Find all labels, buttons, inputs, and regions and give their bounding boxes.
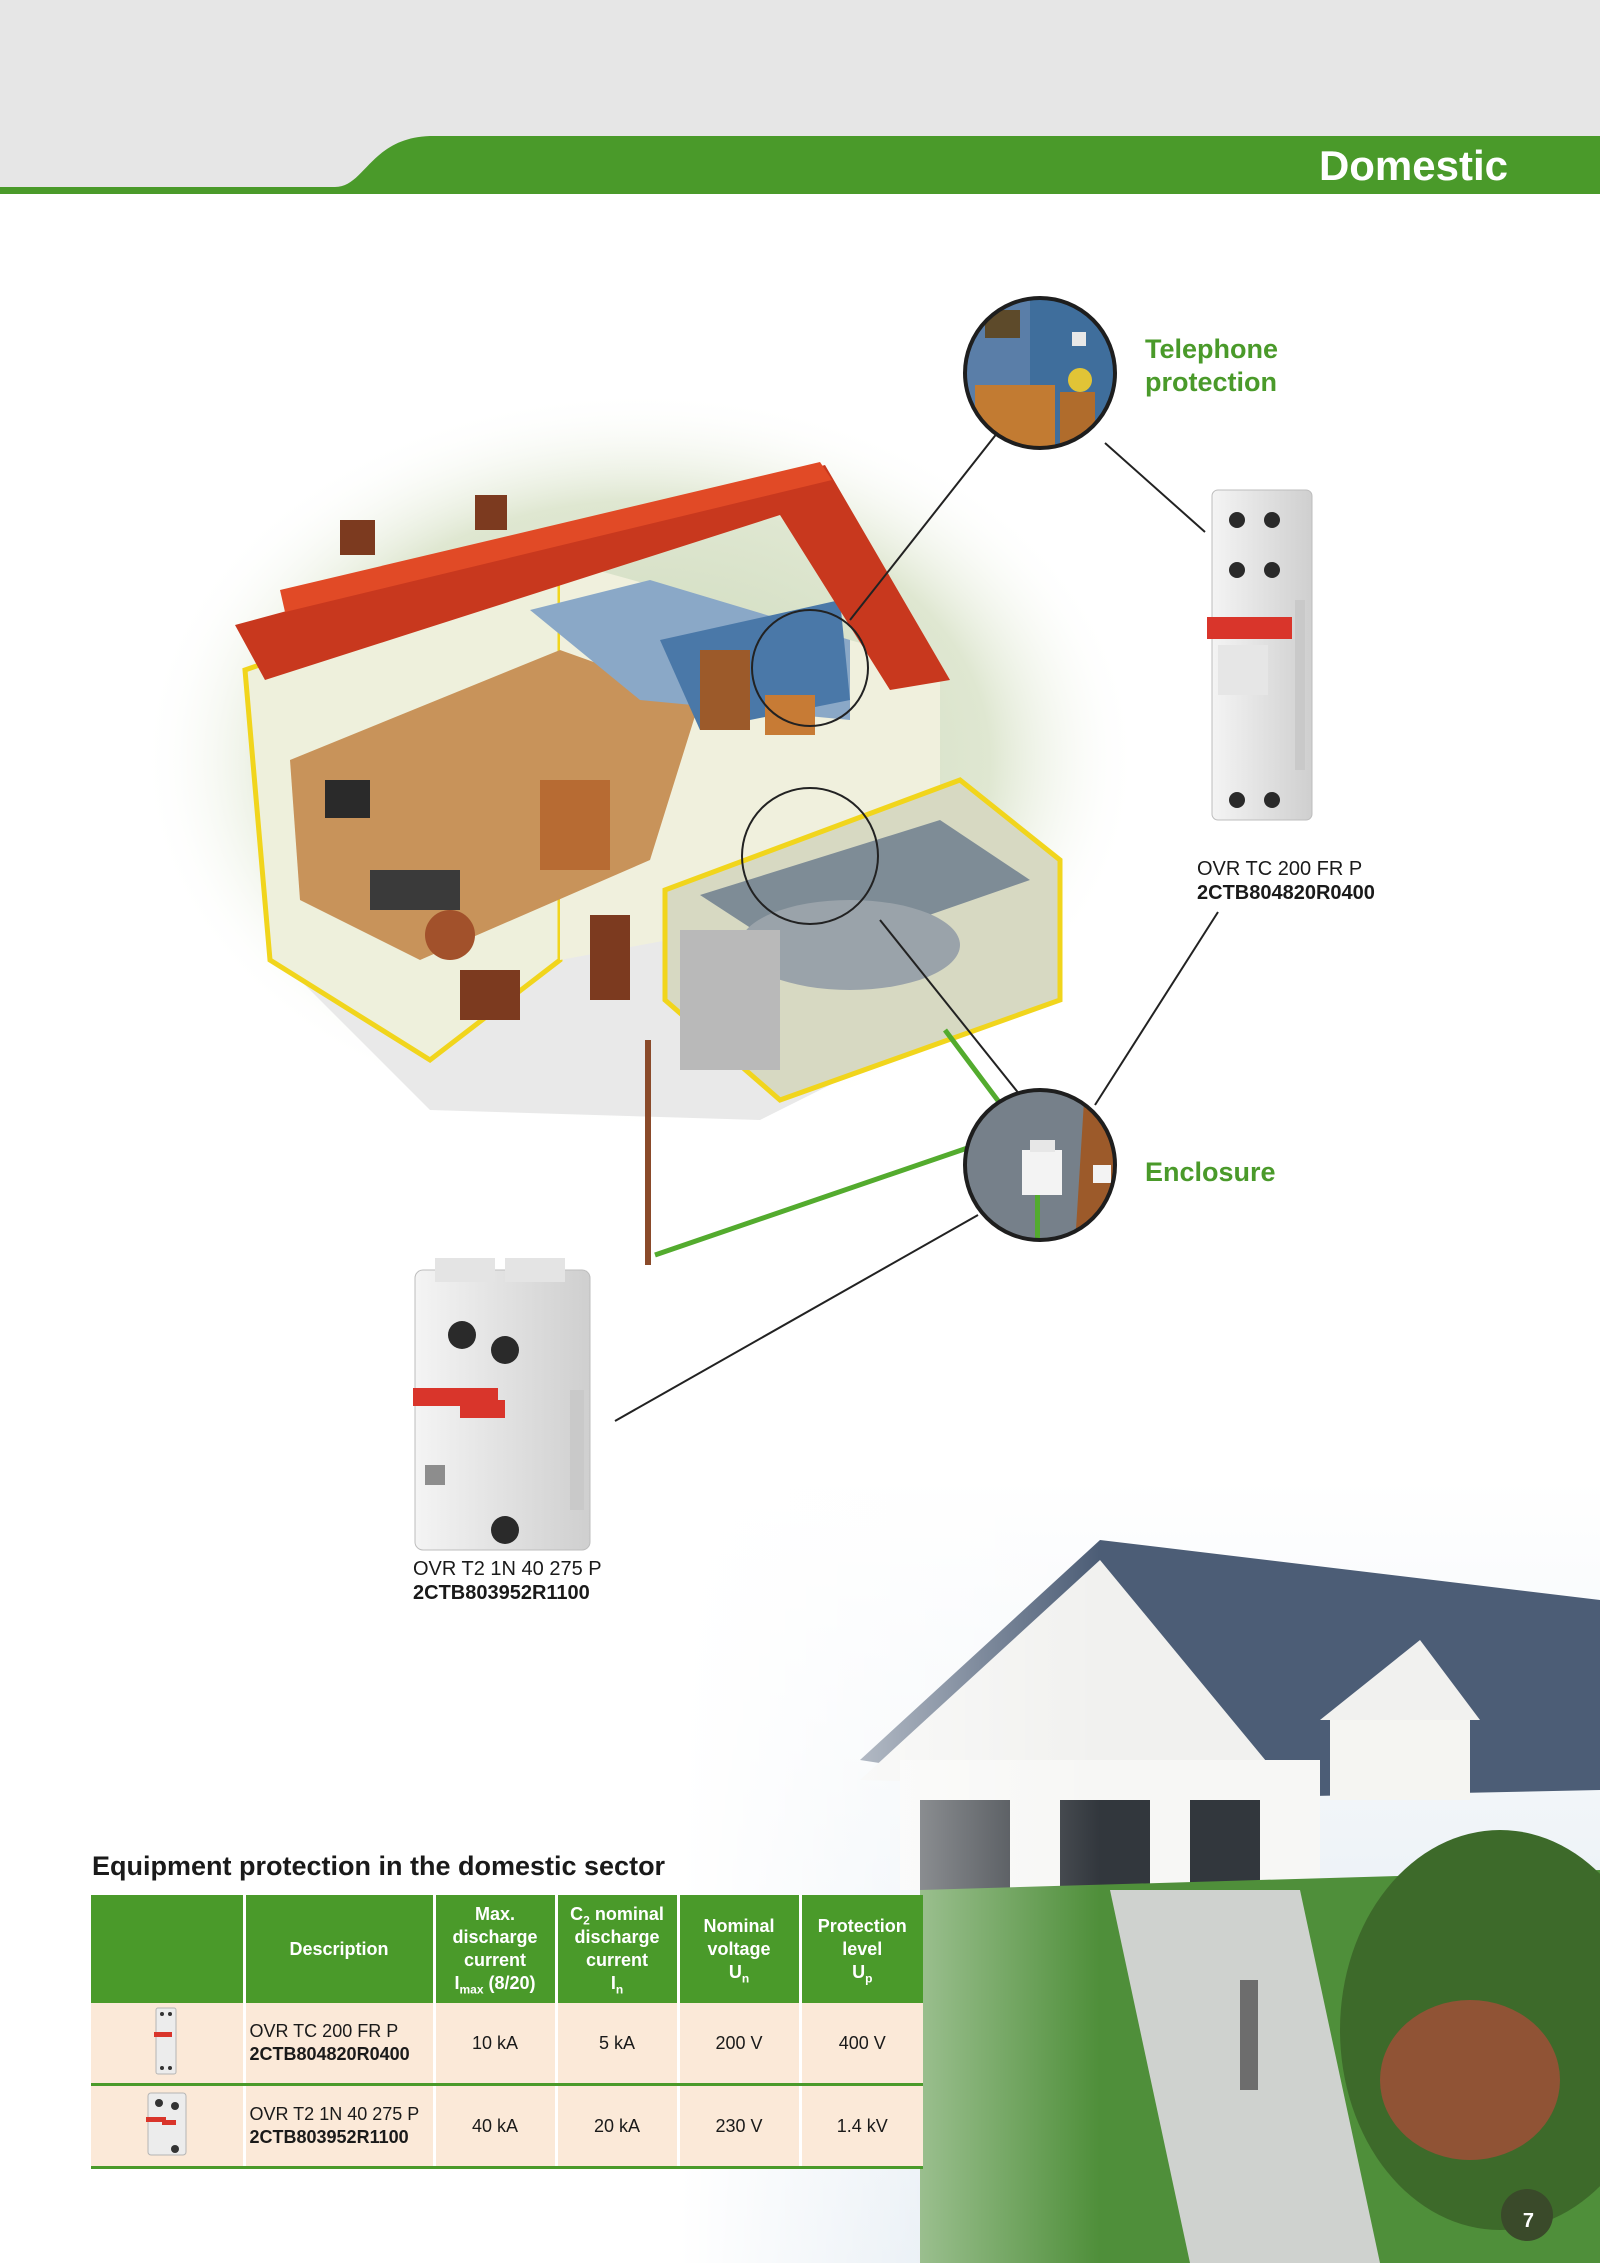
un-line2: voltage <box>707 1938 771 1959</box>
section-title: Domestic <box>1318 142 1508 189</box>
ovr-t2-caption: OVR T2 1N 40 275 P 2CTB803952R1100 <box>413 1557 602 1605</box>
ovr-t2-device-image <box>413 1258 591 1551</box>
protection-table: Description Max. discharge current Imax … <box>91 1895 923 2169</box>
ovr-t2-code: 2CTB803952R1100 <box>413 1582 590 1604</box>
up-line1: Protection <box>817 1915 907 1936</box>
un-symbol: U <box>728 1961 742 1982</box>
in-prefix: C <box>570 1904 584 1924</box>
row-in: 20 kA <box>556 2084 680 2169</box>
un-line1: Nominal <box>703 1915 775 1936</box>
telephone-zoom-circle <box>963 296 1117 450</box>
row-product-name: OVR TC 200 FR P <box>249 2021 399 2041</box>
ovr-t2-name: OVR T2 1N 40 275 P <box>413 1558 602 1580</box>
in-line3: current <box>585 1950 648 1970</box>
table-row: OVR T2 1N 40 275 P 2CTB803952R1100 40 kA… <box>91 2084 923 2169</box>
in-prefix-sub: 2 <box>583 1913 590 1928</box>
row-device-thumbnail <box>91 2084 246 2169</box>
up-line2: level <box>842 1938 883 1959</box>
row-un: 230 V <box>678 2084 802 2169</box>
table-header-row: Description Max. discharge current Imax … <box>91 1895 923 2003</box>
ovr-tc-name: OVR TC 200 FR P <box>1197 858 1363 880</box>
imax-line2: discharge <box>452 1927 538 1947</box>
ovr-t2-thumbnail-icon <box>145 2092 187 2155</box>
header-green-band <box>0 136 1600 205</box>
un-sub: n <box>741 1971 750 1986</box>
row-in: 5 kA <box>556 2003 680 2086</box>
in-line1: nominal <box>589 1904 664 1924</box>
row-up: 400 V <box>800 2003 923 2086</box>
up-sub: p <box>865 1971 873 1986</box>
enclosure-zoom-circle <box>963 1088 1117 1242</box>
page-number: 7 <box>1522 2210 1534 2232</box>
telephone-label-line1: Telephone <box>1145 334 1279 364</box>
row-un: 200 V <box>678 2003 802 2086</box>
table-row: OVR TC 200 FR P 2CTB804820R0400 10 kA 5 … <box>91 2003 923 2086</box>
imax-sub: max <box>459 1982 484 1997</box>
row-description: OVR TC 200 FR P 2CTB804820R0400 <box>244 2003 436 2086</box>
row-description: OVR T2 1N 40 275 P 2CTB803952R1100 <box>244 2084 436 2169</box>
header-image-cell <box>91 1895 246 2003</box>
header-max-discharge-current: Max. discharge current Imax (8/20) <box>434 1895 558 2003</box>
header-nominal-discharge-current: C2 nominal discharge current In <box>556 1895 680 2003</box>
header-nominal-voltage: Nominal voltage Un <box>678 1895 802 2003</box>
ovr-tc-code: 2CTB804820R0400 <box>1197 882 1375 904</box>
row-imax: 40 kA <box>434 2084 558 2169</box>
ovr-tc-caption: OVR TC 200 FR P 2CTB804820R0400 <box>1197 857 1375 905</box>
imax-line1: Max. <box>474 1904 516 1924</box>
header-description: Description <box>244 1895 436 2003</box>
row-imax: 10 kA <box>434 2003 558 2086</box>
row-product-code: 2CTB803952R1100 <box>249 2127 409 2147</box>
up-symbol: U <box>852 1961 866 1982</box>
ovr-tc-thumbnail-icon <box>153 2007 177 2074</box>
in-symbol: I <box>610 1973 616 1993</box>
row-product-name: OVR T2 1N 40 275 P <box>249 2104 420 2124</box>
leader-lines <box>614 431 1219 1422</box>
row-product-code: 2CTB804820R0400 <box>249 2044 410 2064</box>
imax-line3: current <box>463 1950 526 1970</box>
enclosure-label: Enclosure <box>1145 1157 1276 1187</box>
header-protection-level: Protection level Up <box>800 1895 923 2003</box>
row-device-thumbnail <box>91 2003 246 2086</box>
imax-suffix: (8/20) <box>483 1973 536 1993</box>
imax-symbol: I <box>454 1973 460 1993</box>
telephone-protection-label: Telephone protection <box>1145 333 1278 399</box>
table-heading: Equipment protection in the domestic sec… <box>92 1851 666 1881</box>
in-sub: n <box>615 1982 624 1997</box>
telephone-label-line2: protection <box>1145 367 1277 397</box>
ovr-tc-device-image <box>1207 489 1313 821</box>
row-up: 1.4 kV <box>800 2084 923 2169</box>
in-line2: discharge <box>574 1927 660 1947</box>
